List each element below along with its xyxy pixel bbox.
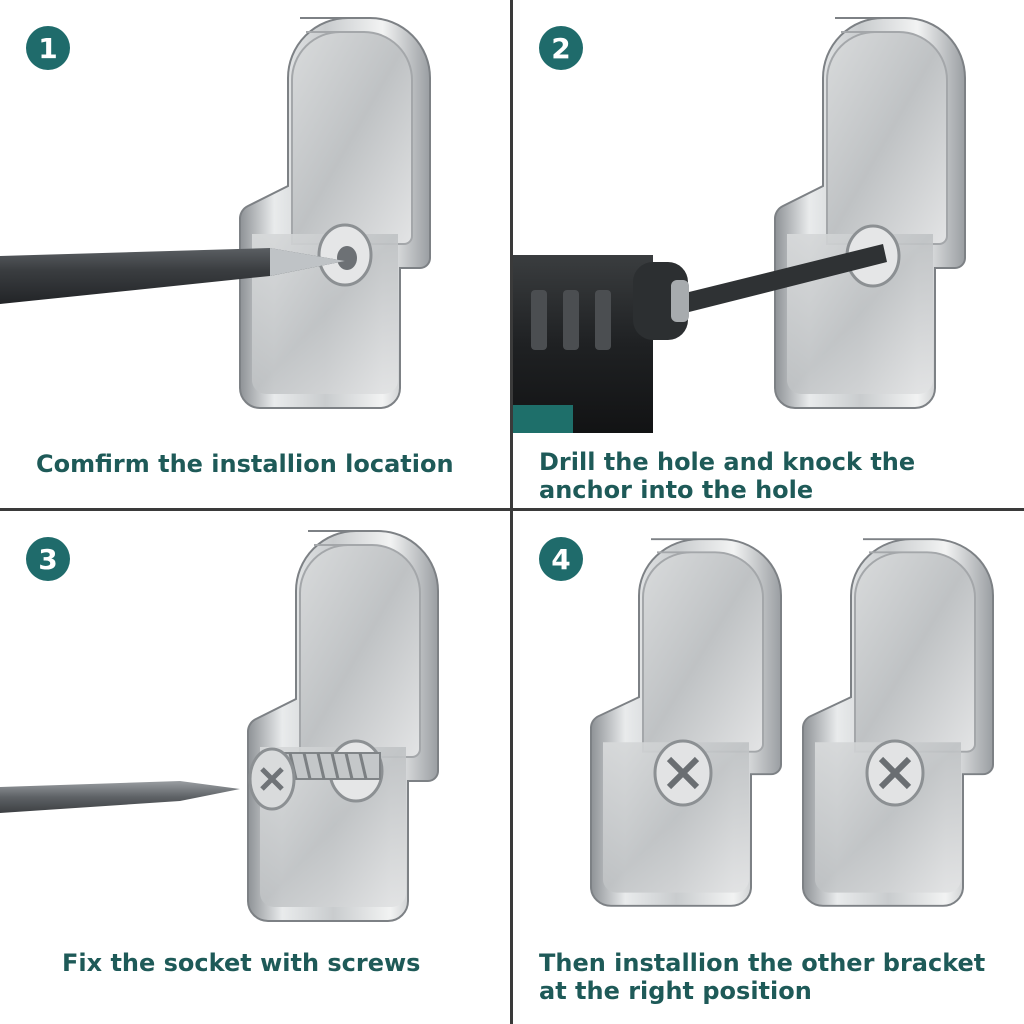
phillips-cross-icon <box>878 756 912 790</box>
step-panel-1: 1 Comfirm the installion location <box>0 0 510 508</box>
pencil-icon <box>0 248 345 304</box>
screw-icon <box>248 747 381 811</box>
bracket-image <box>239 17 431 409</box>
step-caption: Fix the socket with screws <box>62 949 421 977</box>
vertical-divider <box>510 0 513 1024</box>
bracket-image <box>774 17 966 409</box>
hole-center <box>337 246 357 270</box>
step-number-badge: 2 <box>539 26 583 70</box>
two-brackets-illustration <box>590 538 994 907</box>
step-number-badge: 3 <box>26 537 70 581</box>
bracket-image-right <box>802 538 994 907</box>
step-number-badge: 4 <box>539 537 583 581</box>
step-number-badge: 1 <box>26 26 70 70</box>
bracket-with-pencil-illustration <box>0 17 431 409</box>
bracket-with-screwdriver-illustration <box>0 530 439 922</box>
step-panel-2: 2 Drill the hole and knock the anchor in… <box>513 0 1024 508</box>
bracket-image-left <box>590 538 782 907</box>
step-panel-4: 4 Then installion the other bracket at t… <box>513 511 1024 1024</box>
bracket-image <box>247 530 439 922</box>
step-caption: Drill the hole and knock the anchor into… <box>539 448 916 504</box>
step-caption: Comfirm the installion location <box>36 450 454 478</box>
screwdriver-icon <box>0 781 240 813</box>
phillips-cross-icon <box>666 756 700 790</box>
drill-bit-icon <box>689 244 887 312</box>
bracket-with-drill-illustration <box>513 17 966 433</box>
step-panel-3: 3 Fix the socket with screws <box>0 511 510 1024</box>
horizontal-divider <box>0 508 1024 511</box>
drill-base-accent <box>513 405 573 433</box>
step-caption: Then installion the other bracket at the… <box>539 949 986 1005</box>
